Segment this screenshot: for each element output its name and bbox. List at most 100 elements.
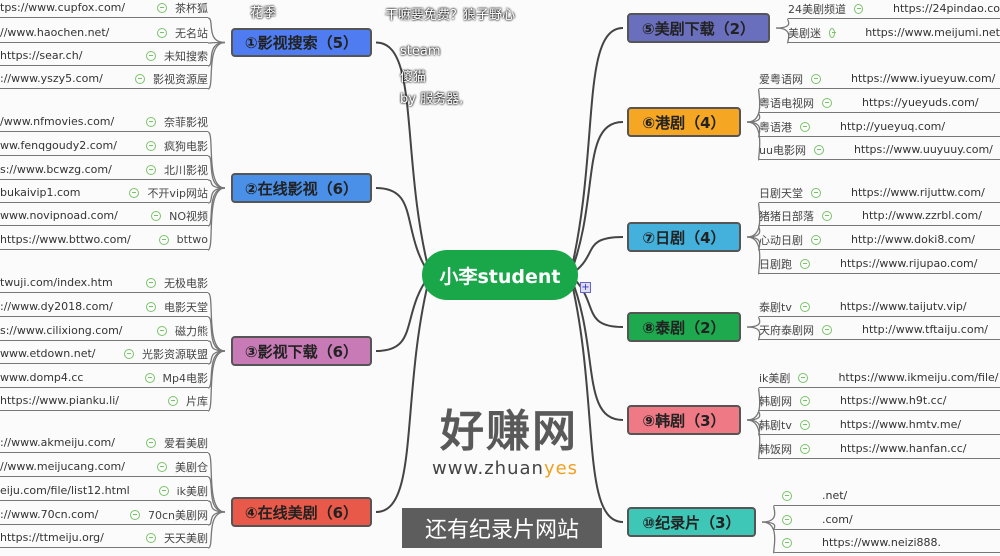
- leaf-link[interactable]: ww.fenqgoudy2.com/疯狗电影: [0, 136, 208, 156]
- collapse-icon[interactable]: [811, 187, 821, 198]
- leaf-link[interactable]: https://www.neizi888.: [774, 533, 1000, 553]
- collapse-icon[interactable]: [158, 485, 169, 496]
- leaf-url[interactable]: https://www.pianku.li/: [0, 394, 119, 407]
- collapse-icon[interactable]: [146, 277, 156, 288]
- collapse-icon[interactable]: [782, 514, 792, 525]
- leaf-url[interactable]: https://www.rijupao.com/: [840, 257, 978, 270]
- collapse-icon[interactable]: [124, 348, 134, 359]
- leaf-link[interactable]: ://www.akmeiju.com/爱看美剧: [0, 433, 208, 453]
- leaf-url[interactable]: https://www.rijuttw.com/: [851, 186, 985, 199]
- collapse-icon[interactable]: [146, 532, 156, 543]
- leaf-url[interactable]: s://www.bcwzg.com/: [0, 163, 112, 176]
- leaf-url[interactable]: twuji.com/index.htm: [0, 276, 113, 289]
- leaf-url[interactable]: ww.fenqgoudy2.com/: [0, 139, 117, 152]
- leaf-url[interactable]: ://www.dy2018.com/: [0, 300, 113, 313]
- leaf-link[interactable]: www.novipnoad.com/NO视频: [0, 206, 208, 226]
- category-node[interactable]: ③影视下载（6）: [231, 336, 372, 366]
- leaf-url[interactable]: http://www.tftaiju.com/: [862, 323, 989, 336]
- collapse-icon[interactable]: [800, 395, 810, 406]
- collapse-icon[interactable]: [782, 490, 792, 501]
- leaf-url[interactable]: https://www.ikmeiju.com/file/: [838, 371, 999, 384]
- collapse-icon[interactable]: [144, 372, 155, 383]
- leaf-link[interactable]: ://www.dy2018.com/电影天堂: [0, 297, 208, 317]
- collapse-icon[interactable]: [146, 140, 156, 151]
- category-node[interactable]: ⑦日剧（4）: [627, 222, 741, 252]
- collapse-icon[interactable]: [811, 73, 821, 84]
- leaf-url[interactable]: https://www.meijumi.net: [865, 26, 1000, 39]
- leaf-url[interactable]: https://www.iyueyuw.com/: [851, 72, 996, 85]
- leaf-url[interactable]: https://24pindao.co: [893, 2, 1000, 15]
- leaf-link[interactable]: /www.nfmovies.com/奈菲影视: [0, 112, 208, 132]
- leaf-url[interactable]: http://www.zzrbl.com/: [862, 209, 982, 222]
- collapse-icon[interactable]: [822, 210, 832, 221]
- collapse-icon[interactable]: [157, 325, 167, 336]
- leaf-url[interactable]: ://www.yszy5.com/: [0, 72, 103, 85]
- leaf-url[interactable]: ://www.70cn.com/: [0, 508, 99, 521]
- collapse-icon[interactable]: [799, 301, 810, 312]
- leaf-url[interactable]: www.etdown.net/: [0, 347, 96, 360]
- leaf-url[interactable]: https://www.h9t.cc/: [840, 394, 947, 407]
- leaf-link[interactable]: https://www.pianku.li/片库: [0, 391, 208, 411]
- collapse-icon[interactable]: [822, 324, 832, 335]
- leaf-url[interactable]: www.novipnoad.com/: [0, 209, 118, 222]
- leaf-url[interactable]: https://www.bttwo.com/: [0, 233, 131, 246]
- collapse-icon[interactable]: [157, 461, 167, 472]
- category-node[interactable]: ⑧泰剧（2）: [627, 312, 741, 342]
- leaf-link[interactable]: tps://www.cupfox.com/茶杯狐: [0, 0, 208, 18]
- collapse-icon[interactable]: [157, 2, 167, 13]
- leaf-url[interactable]: https://yueyuds.com/: [862, 96, 979, 109]
- leaf-url[interactable]: //www.meijucang.com/: [0, 460, 125, 473]
- leaf-link[interactable]: https://ttmeiju.org/天天美剧: [0, 528, 208, 548]
- central-topic[interactable]: 小李student: [422, 250, 578, 300]
- leaf-link[interactable]: s://www.cilixiong.com/磁力熊: [0, 321, 208, 341]
- leaf-url[interactable]: https://sear.ch/: [0, 49, 83, 62]
- category-node[interactable]: ⑩纪录片（3）: [627, 507, 756, 537]
- collapse-icon[interactable]: [799, 419, 810, 430]
- collapse-icon[interactable]: [811, 234, 821, 245]
- collapse-icon[interactable]: [782, 537, 792, 548]
- leaf-link[interactable]: ://www.70cn.com/70cn美剧网: [0, 505, 208, 525]
- leaf-link[interactable]: www.etdown.net/光影资源联盟: [0, 344, 208, 364]
- collapse-icon[interactable]: [146, 116, 156, 127]
- collapse-icon[interactable]: [129, 187, 140, 198]
- collapse-icon[interactable]: [800, 443, 810, 454]
- category-node[interactable]: ⑥港剧（4）: [627, 107, 741, 137]
- leaf-link[interactable]: ://www.yszy5.com/影视资源屋: [0, 69, 208, 89]
- collapse-icon[interactable]: [168, 395, 178, 406]
- collapse-icon[interactable]: [129, 509, 140, 520]
- leaf-url[interactable]: //www.haochen.net/: [0, 26, 110, 39]
- leaf-url[interactable]: http://www.doki8.com/: [851, 233, 976, 246]
- collapse-icon[interactable]: [146, 50, 156, 61]
- category-node[interactable]: ⑤美剧下载（2）: [627, 13, 770, 43]
- leaf-link[interactable]: s://www.bcwzg.com/北川影视: [0, 160, 208, 180]
- leaf-url[interactable]: http://yueyuq.com/: [840, 120, 946, 133]
- collapse-icon[interactable]: [829, 27, 837, 38]
- category-node[interactable]: ⑨韩剧（3）: [627, 405, 741, 435]
- collapse-icon[interactable]: [146, 437, 156, 448]
- leaf-link[interactable]: //www.meijucang.com/美剧仓: [0, 457, 208, 477]
- collapse-icon[interactable]: [800, 258, 810, 269]
- add-topic-icon[interactable]: +: [580, 282, 591, 293]
- leaf-url[interactable]: s://www.cilixiong.com/: [0, 324, 123, 337]
- collapse-icon[interactable]: [798, 372, 809, 383]
- collapse-icon[interactable]: [800, 121, 810, 132]
- category-node[interactable]: ④在线美剧（6）: [231, 497, 372, 527]
- leaf-url[interactable]: https://www.uuyuuy.com/: [853, 143, 993, 156]
- leaf-url[interactable]: eiju.com/file/list12.html: [0, 484, 130, 497]
- collapse-icon[interactable]: [157, 27, 167, 38]
- collapse-icon[interactable]: [158, 234, 169, 245]
